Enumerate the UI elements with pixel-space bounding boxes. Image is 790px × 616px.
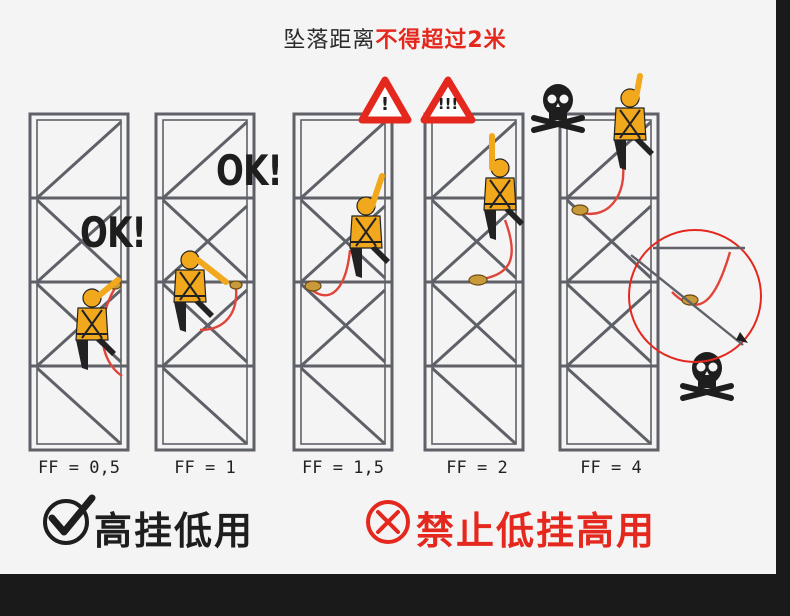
legend-good-text: 高挂低用 bbox=[94, 509, 255, 553]
ff-label-4: FF = 2 bbox=[446, 458, 508, 478]
title-highlight: 不得超过2米 bbox=[375, 28, 507, 53]
zoom-diagonal bbox=[630, 254, 744, 346]
worker-5 bbox=[613, 88, 655, 171]
anchor-hook-6 bbox=[681, 294, 699, 306]
worker-2-arm bbox=[195, 257, 229, 285]
legend-bad-text: 禁止低挂高用 bbox=[416, 509, 657, 553]
ok-label-1: OK! bbox=[80, 208, 147, 257]
ff-label-3: FF = 1,5 bbox=[302, 458, 384, 478]
cross-icon bbox=[366, 500, 410, 544]
skull-icon bbox=[534, 84, 582, 130]
fall-zoom-circle bbox=[628, 229, 762, 363]
warning-sign-text-2: !!! bbox=[437, 95, 459, 113]
title-plain: 坠落距离 bbox=[283, 28, 376, 53]
warning-sign-text-1: ! bbox=[380, 94, 390, 115]
skull-icon bbox=[683, 352, 731, 398]
scaffold-frame-5 bbox=[558, 112, 660, 452]
warning-icon bbox=[358, 76, 412, 124]
worker-1-arm bbox=[93, 277, 121, 301]
check-icon bbox=[43, 494, 96, 545]
ff-label-5: FF = 4 bbox=[580, 458, 642, 478]
page-title: 坠落距离不得超过2米 bbox=[0, 22, 790, 54]
anchor-hook-2 bbox=[229, 280, 243, 290]
lanyard-fall bbox=[671, 251, 732, 306]
anchor-hook-5 bbox=[571, 204, 589, 216]
worker-5-arm bbox=[633, 73, 643, 101]
anchor-hook-4 bbox=[468, 274, 488, 286]
ff-label-1: FF = 0,5 bbox=[38, 458, 120, 478]
worker-2 bbox=[173, 250, 215, 333]
worker-3-arm bbox=[369, 173, 385, 209]
warning-icon bbox=[420, 76, 476, 124]
lanyard-3 bbox=[311, 249, 352, 297]
ff-label-2: FF = 1 bbox=[174, 458, 236, 478]
anchor-hook-3 bbox=[304, 280, 322, 292]
fall-arrow-icon bbox=[736, 332, 748, 343]
diagram-panel: 坠落距离不得超过2米 bbox=[0, 0, 776, 574]
lanyard-2 bbox=[199, 287, 238, 332]
ok-label-2: OK! bbox=[216, 146, 283, 195]
